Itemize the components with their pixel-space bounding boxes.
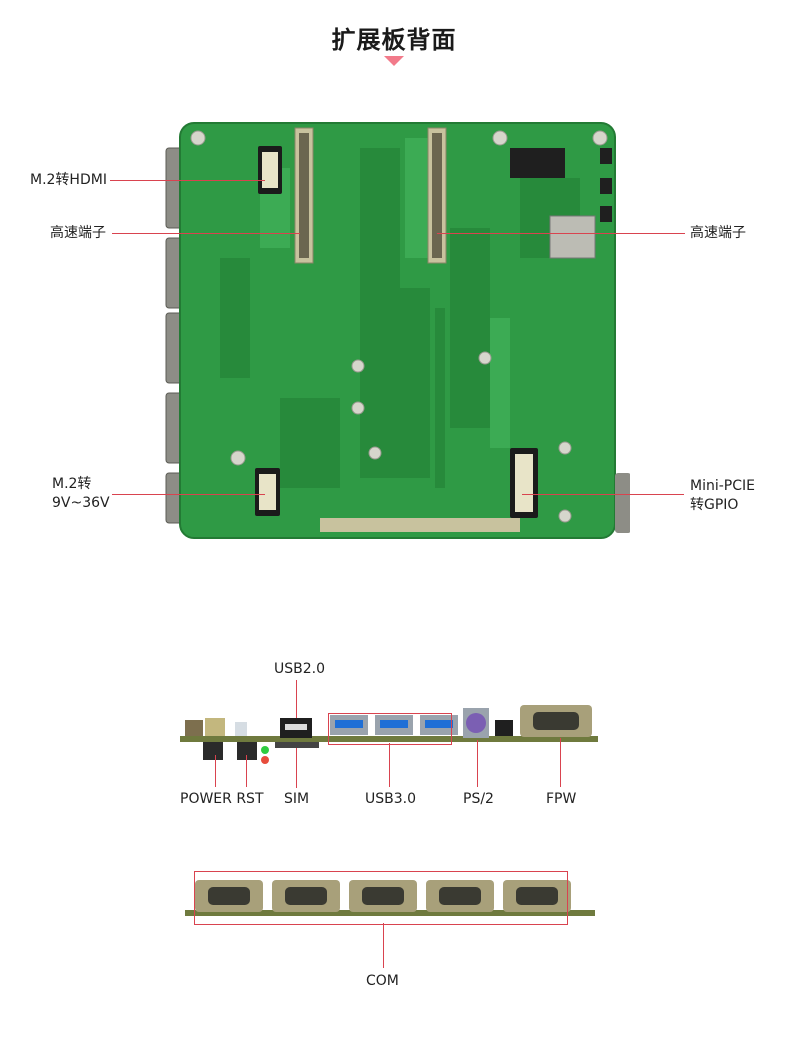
callout-line bbox=[296, 748, 297, 788]
callout-line bbox=[389, 743, 390, 787]
down-arrow-icon bbox=[384, 56, 404, 66]
label-minipcie-1: Mini-PCIE bbox=[690, 478, 755, 494]
label-fpw: FPW bbox=[546, 791, 577, 807]
label-m2-power-1: M.2转 bbox=[52, 476, 92, 492]
label-usb2: USB2.0 bbox=[274, 661, 326, 677]
usb3-highlight-box bbox=[328, 713, 452, 745]
label-power-rst: POWER RST bbox=[180, 791, 264, 807]
callout-line bbox=[215, 755, 216, 787]
label-usb3: USB3.0 bbox=[365, 791, 417, 807]
callout-line bbox=[383, 923, 384, 968]
label-m2-power-2: 9V~36V bbox=[52, 495, 110, 511]
callout-line bbox=[560, 738, 561, 787]
label-sim: SIM bbox=[284, 791, 310, 807]
label-high-speed-right: 高速端子 bbox=[690, 225, 746, 241]
callout-line bbox=[246, 755, 247, 787]
callout-line bbox=[437, 233, 685, 234]
callout-line bbox=[112, 494, 265, 495]
io-panel-image bbox=[180, 705, 598, 764]
callout-line bbox=[522, 494, 684, 495]
com-panel-image bbox=[185, 880, 595, 916]
label-high-speed-left: 高速端子 bbox=[50, 225, 106, 241]
label-com: COM bbox=[366, 973, 399, 989]
label-minipcie-2: 转GPIO bbox=[690, 497, 739, 513]
pcb-board-image bbox=[165, 122, 630, 539]
callout-line bbox=[112, 233, 300, 234]
label-ps2: PS/2 bbox=[463, 791, 494, 807]
callout-line bbox=[110, 180, 265, 181]
callout-line bbox=[296, 680, 297, 718]
label-m2-hdmi: M.2转HDMI bbox=[30, 172, 107, 188]
com-highlight-box bbox=[194, 871, 568, 925]
page-title: 扩展板背面 bbox=[331, 26, 457, 54]
callout-line bbox=[477, 740, 478, 787]
